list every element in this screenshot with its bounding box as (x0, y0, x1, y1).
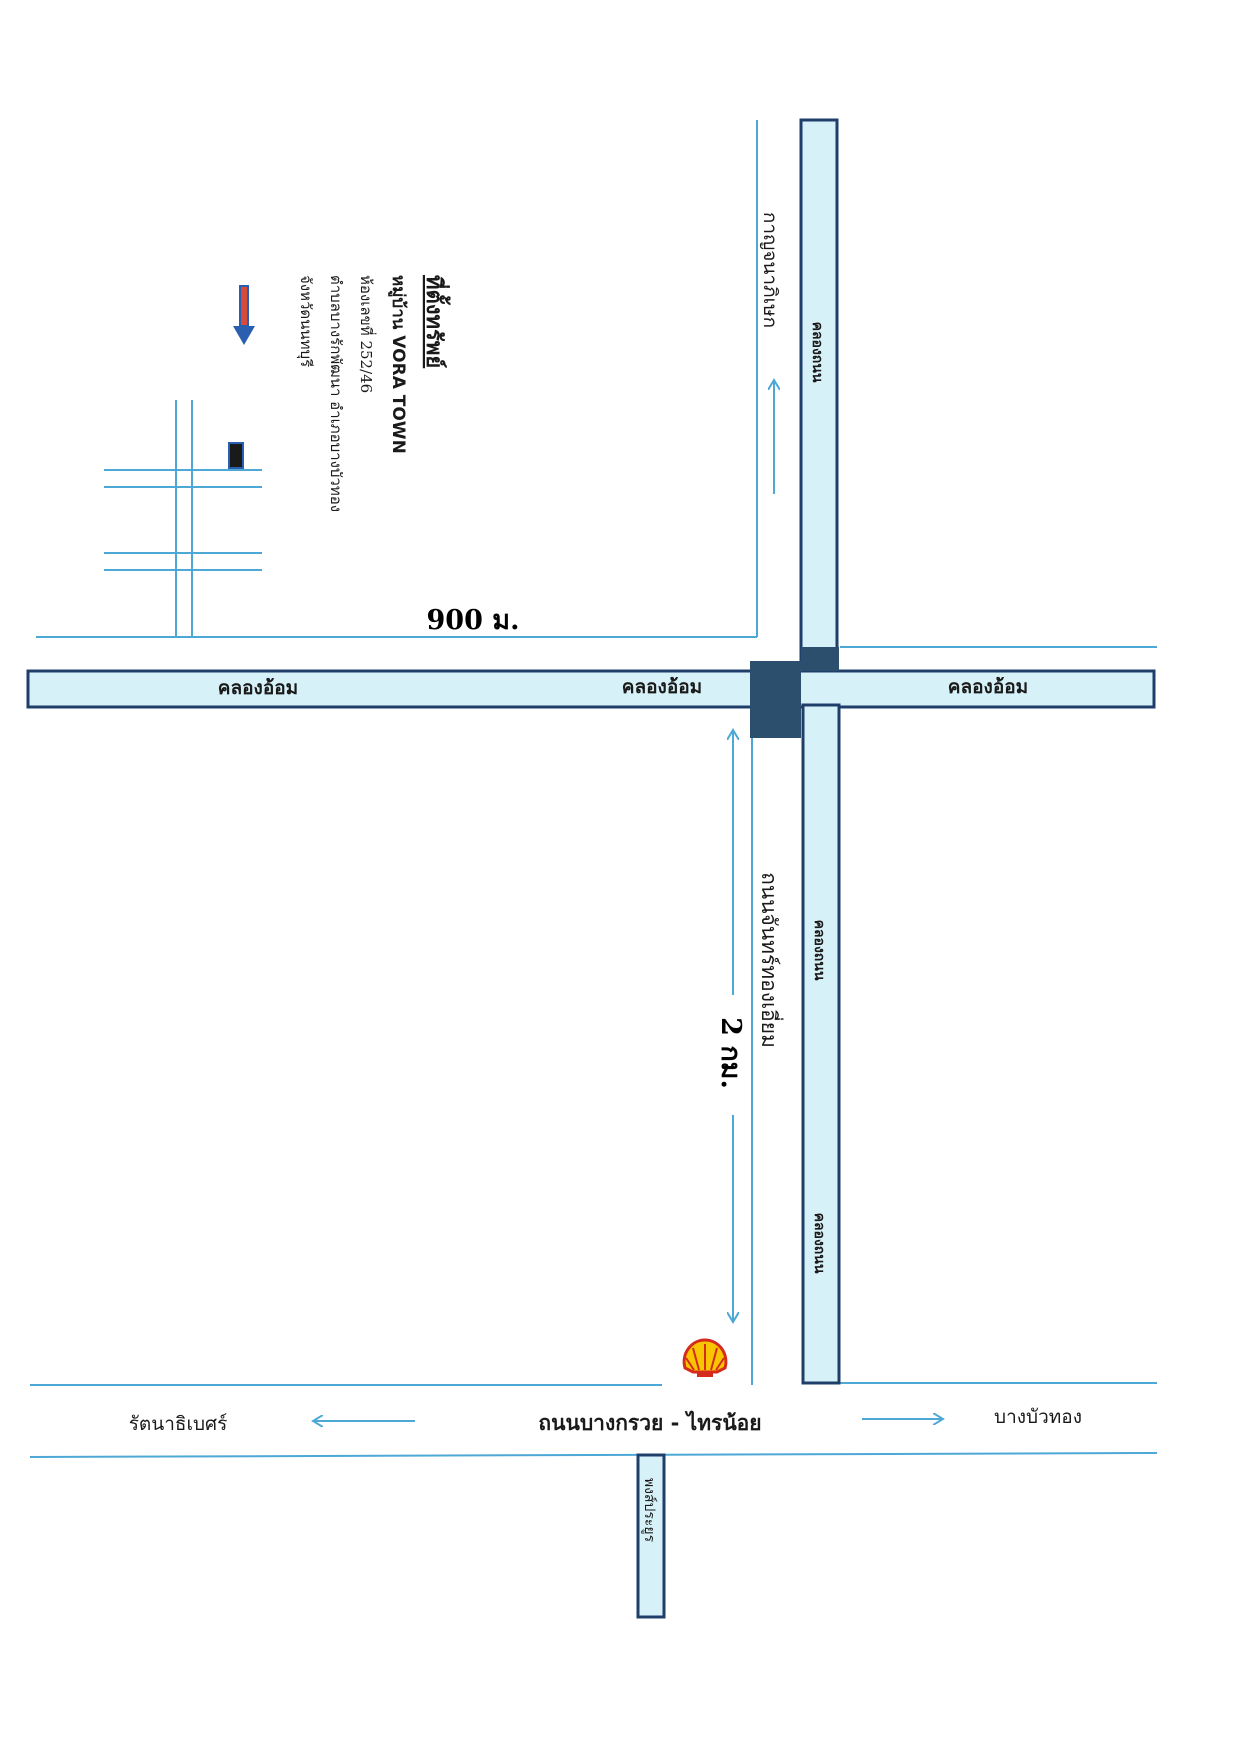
address-village: หมู่บ้าน VORA TOWN (387, 275, 408, 454)
address-subdistrict: ตำบลบางรักพัฒนา อำเภอบางบัวทอง (327, 275, 345, 512)
address-house-no: ห้องเลขที่ 252/46 (357, 275, 377, 393)
side-road-label: ถนนจันทร์ทองเอี่ยม (757, 872, 784, 1048)
junction-canal-block (801, 647, 839, 671)
shell-logo-icon (682, 1338, 728, 1377)
address-province: จังหวัดนนทบุรี (296, 275, 315, 367)
canal-vertical-upper (799, 118, 839, 667)
house-marker-icon (228, 442, 244, 469)
left-destination-label: รัตนาธิเบศร์ (129, 1413, 228, 1435)
down-arrow-icon (233, 285, 255, 345)
address-heading: ที่ตั้งทรัพย์ (421, 275, 451, 368)
bottom-canal (636, 1453, 666, 1619)
address-block: ที่ตั้งทรัพย์ หมู่บ้าน VORA TOWN ห้องเลข… (296, 275, 451, 512)
bottom-road-label: พงส์ประยูร (641, 1478, 658, 1543)
canal-label-center: คลองอ้อม (622, 676, 702, 698)
canals (26, 118, 1156, 1619)
junction-block (750, 661, 801, 738)
road-line (29, 1452, 1158, 1458)
canal-horizontal (26, 669, 1156, 709)
distance-south-label: 2 กม. (715, 1017, 746, 1089)
main-road-label: ถนนบางกรวย - ไทรน้อย (538, 1410, 761, 1435)
canal-vertical-label-bottom: คลองถนน (811, 1213, 827, 1274)
canal-label-right: คลองอ้อม (948, 676, 1028, 698)
road-lines (29, 120, 1158, 1458)
upper-road-label: กาญจนาภิเษก (759, 212, 781, 328)
canal-vertical-label-top: คลองถนน (809, 322, 825, 383)
distance-north-label: 900 ม. (427, 605, 520, 636)
canal-vertical-label-middle: คลองถนน (811, 920, 827, 981)
right-destination-label: บางบัวทอง (994, 1406, 1082, 1428)
canal-vertical-lower (801, 703, 841, 1385)
canal-label-left: คลองอ้อม (218, 677, 298, 699)
